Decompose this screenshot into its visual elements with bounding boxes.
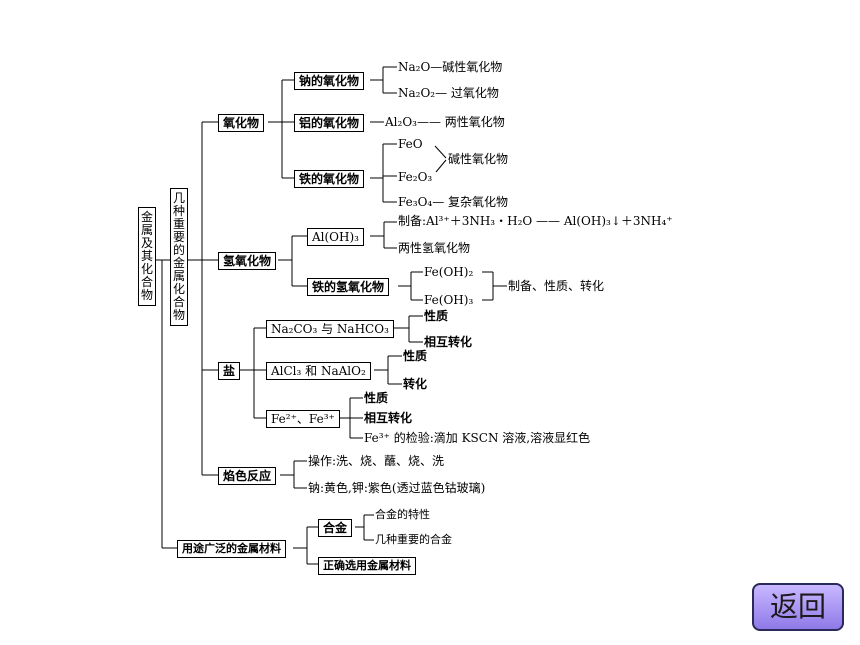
leaf-amphoteric: 两性氢氧化物	[398, 241, 471, 255]
leaf-na2o: Na₂O—碱性氧化物	[398, 60, 503, 74]
node-iron-hydroxide: 铁的氢氧化物	[307, 278, 390, 296]
node-aloh3: Al(OH)₃	[307, 228, 364, 246]
leaf-fe3-test: Fe³⁺ 的检验:滴加 KSCN 溶液,溶液显红色	[364, 431, 591, 445]
leaf-flame-colors: 钠:黄色,钾:紫色(透过蓝色钴玻璃)	[308, 481, 486, 495]
leaf-feoh2: Fe(OH)₂	[424, 265, 474, 279]
leaf-feoh3: Fe(OH)₃	[424, 293, 474, 307]
leaf-na2o2: Na₂O₂— 过氧化物	[398, 86, 499, 100]
node-aluminum-oxide: 铝的氧化物	[294, 114, 365, 132]
node-iron-ions: Fe²⁺、Fe³⁺	[266, 410, 340, 428]
node-salts: 盐	[218, 362, 241, 380]
leaf-alloy-prop: 合金的特性	[375, 508, 430, 521]
node-hydroxides: 氢氧化物	[218, 252, 277, 270]
leaf-carbonate-conv: 相互转化	[424, 335, 473, 349]
leaf-fe3o4: Fe₃O₄— 复杂氧化物	[398, 195, 509, 209]
leaf-aloh3-prep: 制备:Al³⁺＋3NH₃・H₂O —— Al(OH)₃↓＋3NH₄⁺	[398, 214, 673, 228]
node-alloy: 合金	[318, 519, 353, 537]
node-iron-oxide: 铁的氧化物	[294, 170, 365, 188]
node-aluminates: AlCl₃ 和 NaAlO₂	[266, 362, 371, 380]
leaf-aluminate-conv: 转化	[403, 377, 428, 391]
leaf-carbonate-prop: 性质	[424, 309, 449, 323]
node-carbonates: Na₂CO₃ 与 NaHCO₃	[266, 320, 394, 338]
leaf-aluminate-prop: 性质	[403, 349, 428, 363]
leaf-feo: FeO	[398, 137, 423, 151]
leaf-al2o3: Al₂O₃—— 两性氧化物	[385, 115, 505, 129]
root-node: 金属及其化合物	[138, 207, 156, 306]
leaf-alloy-types: 几种重要的合金	[375, 533, 452, 546]
back-button[interactable]: 返回	[752, 583, 844, 631]
leaf-iron-ion-conv: 相互转化	[364, 411, 413, 425]
node-choose-materials: 正确选用金属材料	[318, 557, 416, 575]
leaf-basic-oxide: 碱性氧化物	[448, 152, 509, 166]
node-sodium-oxide: 钠的氧化物	[294, 72, 365, 90]
leaf-flame-operation: 操作:洗、烧、蘸、烧、洗	[308, 454, 445, 468]
node-flame-reaction: 焰色反应	[218, 467, 277, 485]
leaf-fe2o3: Fe₂O₃	[398, 170, 433, 184]
branch-metal-compounds: 几种重要的金属化合物	[170, 188, 188, 326]
node-oxides: 氧化物	[218, 114, 265, 132]
leaf-iron-ion-prop: 性质	[364, 391, 389, 405]
leaf-fe-hydroxide-props: 制备、性质、转化	[508, 279, 605, 293]
branch-metal-materials: 用途广泛的金属材料	[177, 540, 286, 558]
